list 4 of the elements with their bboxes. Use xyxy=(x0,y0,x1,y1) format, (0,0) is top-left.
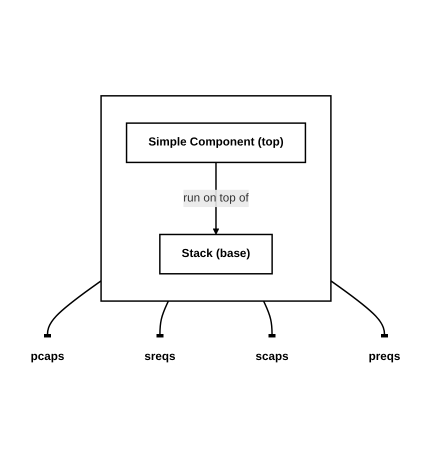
node-box: Stack (base) xyxy=(159,233,273,274)
node-box: Simple Component (top) xyxy=(126,122,306,163)
cluster xyxy=(100,94,332,302)
edge-label: run on top of xyxy=(183,192,249,204)
